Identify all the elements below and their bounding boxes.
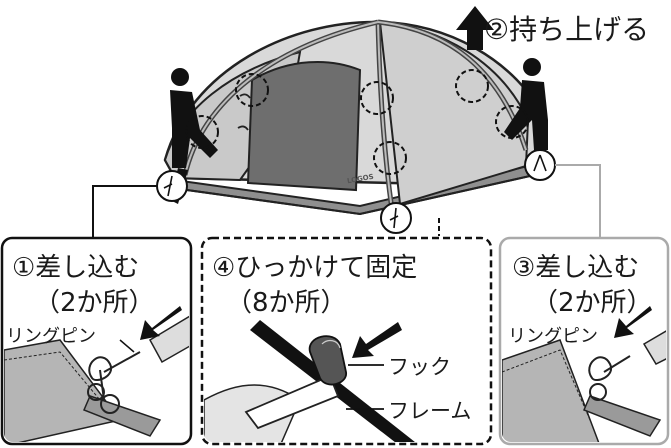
hook-markers	[185, 69, 529, 175]
panel3-part-label: リングピン	[508, 326, 598, 347]
insert-arrow-icon	[614, 306, 652, 338]
hook-label: フック	[388, 355, 451, 379]
tent-illustration	[156, 19, 542, 216]
panel1-part-label: リングピン	[6, 326, 96, 347]
panel4-title: ④ひっかけて固定	[212, 253, 418, 283]
hook-arrow-icon	[352, 322, 402, 358]
ringpin-detail-left	[4, 306, 189, 442]
panel3-count: （2か所）	[532, 288, 653, 318]
ringpin-detail-right	[502, 306, 666, 442]
connector-lines	[92, 164, 601, 238]
tent-door-window	[246, 61, 362, 192]
panel1-count: （2か所）	[34, 288, 155, 318]
hook-detail	[204, 320, 420, 442]
panel3-title: ③差し込む	[512, 253, 640, 283]
lift-step-label: ②持ち上げる	[484, 13, 650, 46]
panel1-title: ①差し込む	[12, 253, 140, 283]
insert-arrow-icon	[140, 306, 182, 340]
ringpin-markers	[156, 149, 556, 234]
frame-label: フレーム	[388, 399, 472, 423]
lift-arrow-icon	[456, 6, 494, 50]
panel4-count: （8か所）	[226, 288, 347, 318]
